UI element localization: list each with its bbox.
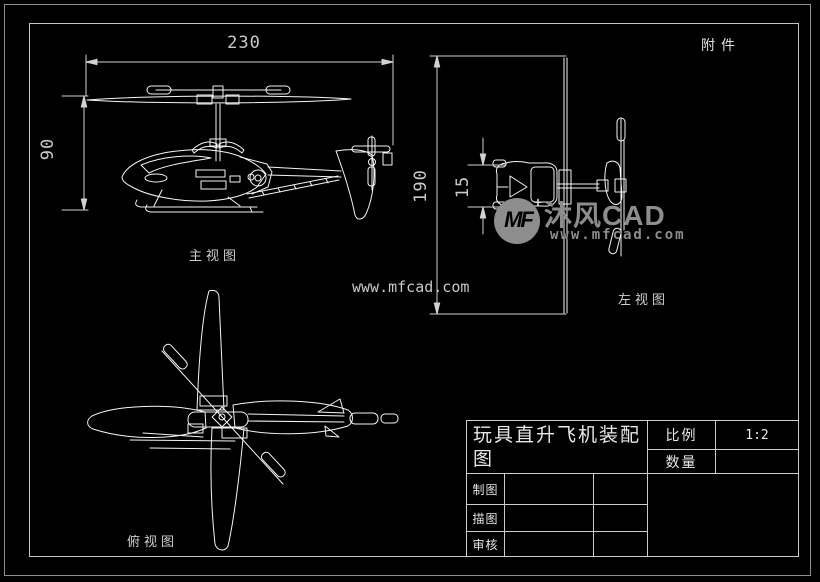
- drawing-title: 玩具直升飞机装配图: [473, 425, 642, 470]
- title-block-divider: [647, 449, 798, 450]
- traced-by-label: 描图: [472, 511, 499, 526]
- traced-by-value: [505, 505, 593, 531]
- dim-overall-length: 230: [227, 33, 261, 53]
- quantity-value: [716, 450, 798, 473]
- title-block-divider: [504, 473, 505, 556]
- checked-by-label: 审核: [472, 537, 499, 552]
- dim-body-width: 15: [453, 175, 473, 199]
- top-view-label: 俯视图: [127, 534, 179, 549]
- mfcad-logo-initials: MF: [504, 207, 534, 232]
- quantity-label: 数量: [665, 453, 698, 470]
- dim-overall-height: 90: [38, 137, 58, 161]
- main-view-helicopter-drawing: [87, 86, 392, 219]
- dim-90-lines: [62, 96, 88, 210]
- title-block-divider: [467, 504, 647, 505]
- title-block-divider: [715, 421, 716, 473]
- mfcad-brand-name: 沐风CAD: [544, 200, 666, 231]
- dim-230-lines: [86, 55, 393, 145]
- mfcad-logo-icon: MF +: [494, 194, 542, 244]
- drafted-by-value: [505, 474, 593, 504]
- top-view-helicopter-drawing: [88, 290, 398, 550]
- mfcad-brand-url: www.mfcad.com: [550, 227, 686, 243]
- left-view-helicopter-drawing: [493, 58, 626, 313]
- checked-by-value: [505, 532, 593, 556]
- mfcad-logo-watermark: MF + 沐风CAD www.mfcad.com: [494, 194, 684, 254]
- scale-value: 1:2: [745, 427, 769, 443]
- dim-190-lines: [430, 56, 566, 314]
- dim-rotor-span: 190: [411, 169, 431, 203]
- drafted-by-label: 制图: [472, 482, 499, 497]
- title-block-divider: [593, 473, 594, 556]
- left-view-label: 左视图: [618, 292, 670, 307]
- title-block: 玩具直升飞机装配图 比例 1:2 数量 制图 描图 审核: [466, 420, 799, 557]
- main-view-label: 主视图: [189, 248, 241, 263]
- title-block-divider: [467, 531, 647, 532]
- center-watermark-url: www.mfcad.com: [352, 278, 470, 296]
- attachment-label: 附件: [701, 37, 741, 53]
- scale-label: 比例: [665, 427, 698, 443]
- dim-15-lines: [468, 138, 506, 234]
- title-block-divider: [647, 421, 648, 556]
- title-block-divider: [467, 473, 798, 474]
- sparkle-icon: +: [533, 194, 542, 210]
